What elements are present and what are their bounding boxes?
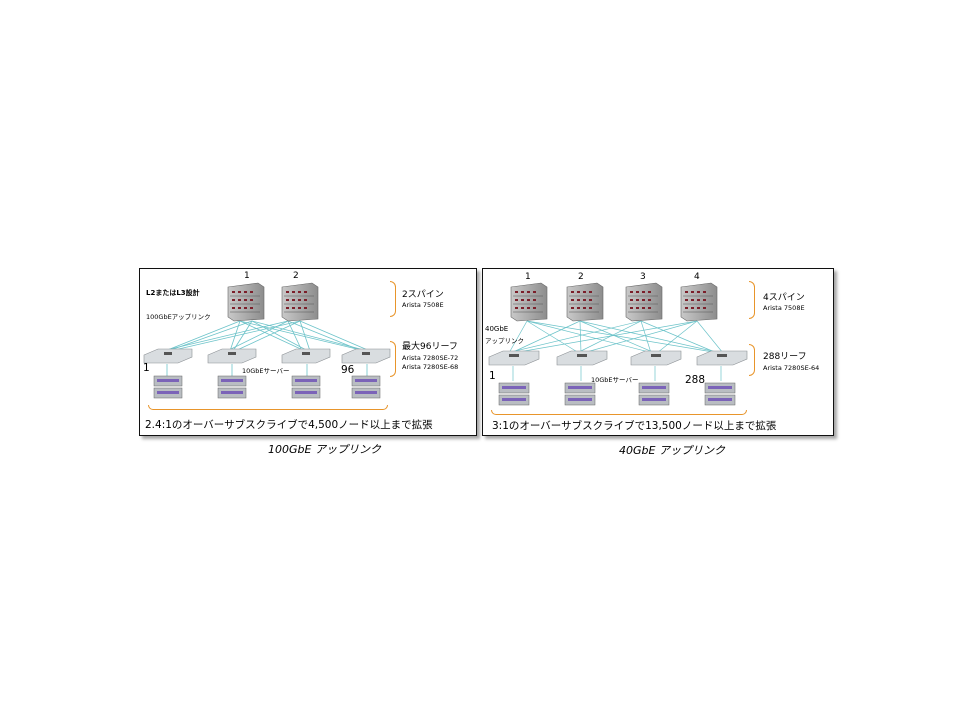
server-label: 10GbEサーバー [242,367,290,375]
server-icon [638,382,670,411]
spine-number: 4 [694,272,700,282]
spine-chassis-icon [624,281,664,325]
server-icon [217,375,247,404]
uplink-label: 100GbEアップリンク [146,313,211,321]
leaf-switch-icon [143,348,193,369]
leaf-switch-icon [556,350,608,371]
server-icon [498,382,530,411]
spine-chassis-icon [565,281,605,325]
leaf-last-number: 288 [685,374,706,386]
server-icon [704,382,736,411]
spine-bracket [749,281,755,319]
spine-bracket [390,281,396,317]
left-caption: 100GbE アップリンク [268,443,381,456]
leaf-first-number: 1 [143,362,150,374]
spine-chassis-icon [280,281,320,325]
leaf-model: Arista 7280SE-64 [763,364,820,372]
design-label: L2またはL3設計 [146,289,200,297]
server-icon [153,375,183,404]
spine-model: Arista 7508E [763,304,805,312]
leaf-switch-icon [488,350,540,371]
spine-number: 1 [525,272,531,282]
leaf-first-number: 1 [489,370,496,382]
spine-number: 2 [293,271,299,281]
leaf-switch-icon [281,348,331,369]
leaf-bracket [390,341,396,377]
leaf-last-number: 96 [341,364,355,376]
right-caption: 40GbE アップリンク [619,444,725,457]
right-topology-links [506,320,724,381]
leaf-bracket [749,344,755,376]
panel-100gbe: 1 2 L2またはL3設計 100GbEアップリンク 1 96 10GbEサーバ… [139,268,477,436]
leaf-model: Arista 7280SE-68 [402,363,459,371]
summary-text: 3:1のオーバーサブスクライブで13,500ノード以上まで拡張 [492,420,777,432]
spine-chassis-icon [679,281,719,325]
summary-text: 2.4:1のオーバーサブスクライブで4,500ノード以上まで拡張 [145,419,433,431]
leaf-switch-icon [696,350,748,371]
leaf-switch-icon [207,348,257,369]
leaf-model: Arista 7280SE-72 [402,354,459,362]
server-label: 10GbEサーバー [591,376,639,384]
spine-title: 4スパイン [763,293,805,303]
server-icon [564,382,596,411]
spine-number: 1 [244,271,250,281]
spine-model: Arista 7508E [402,301,444,309]
leaf-title: 最大96リーフ [402,342,458,352]
panel-40gbe: 1 2 3 4 40GbE アップリンク 1 288 10GbEサーバー 4スパ… [482,268,834,436]
spine-chassis-icon [226,281,266,325]
spine-title: 2スパイン [402,290,444,300]
server-icon [291,375,321,404]
leaf-switch-icon [630,350,682,371]
leaf-switch-icon [341,348,391,369]
spine-chassis-icon [509,281,549,325]
uplink-label: アップリンク [485,337,524,345]
server-bracket [491,410,747,415]
uplink-label: 40GbE [485,325,509,333]
spine-number: 2 [578,272,584,282]
server-icon [351,375,381,404]
server-bracket [148,405,388,410]
spine-number: 3 [640,272,646,282]
left-topology-links [161,320,371,377]
leaf-title: 288リーフ [763,352,807,362]
